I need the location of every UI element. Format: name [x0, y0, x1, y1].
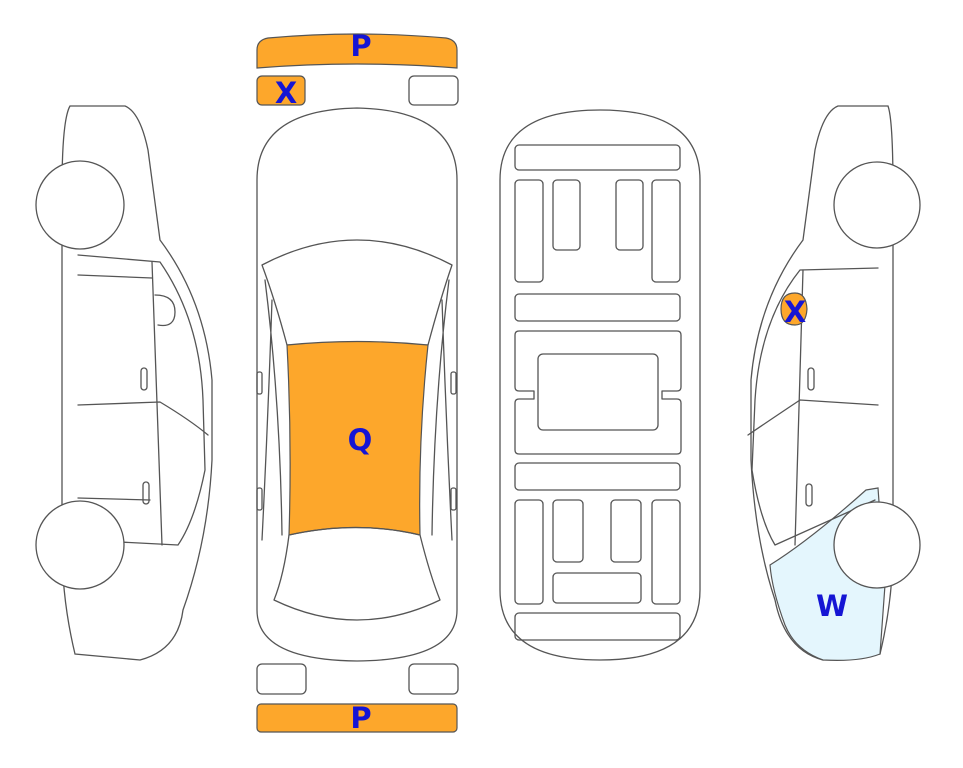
top-view-right-mirror	[450, 371, 457, 395]
top-view-left-mirror	[256, 371, 263, 395]
left-side-mirror	[154, 294, 176, 327]
right-side-mirror-label: X	[784, 295, 806, 329]
rear-right-lamp[interactable]	[408, 663, 459, 695]
top-view-left-windows	[261, 279, 283, 541]
right-side-mirror[interactable]	[780, 292, 808, 326]
underbody-front-right-rail	[651, 179, 681, 283]
left-side-front-wheel	[35, 160, 125, 250]
front-right-lamp[interactable]	[408, 75, 459, 106]
right-side-view: X W	[747, 105, 921, 661]
left-side-door-line	[77, 401, 209, 436]
underbody-rear-left-rail	[514, 499, 544, 605]
top-view-right-rear-handle	[450, 487, 457, 511]
rear-bumper-label: P	[350, 701, 371, 735]
right-side-rear-wheel	[833, 501, 921, 589]
underbody-front-left-inner	[552, 179, 581, 251]
roof-label: Q	[348, 423, 373, 457]
front-bumper-label: P	[350, 29, 371, 63]
left-side-pillar	[151, 261, 163, 546]
underbody-floor-frame	[514, 330, 682, 455]
underbody-front-left-rail	[514, 179, 544, 283]
front-bumper-panel[interactable]	[256, 33, 458, 69]
right-side-door-line	[747, 399, 879, 436]
top-view-right-windows	[431, 279, 453, 541]
left-side-door-handle-front	[140, 367, 148, 391]
right-side-door-handle-front	[807, 367, 815, 391]
top-view-rear-window	[273, 526, 441, 621]
underbody-rear-tank	[552, 572, 642, 604]
rear-bumper-panel[interactable]	[256, 703, 458, 733]
rear-left-lamp[interactable]	[256, 663, 307, 695]
top-view-left-rear-handle	[256, 487, 263, 511]
underbody-rear-left-inner	[552, 499, 584, 563]
front-left-lamp[interactable]	[256, 75, 306, 106]
right-side-door-handle-rear	[805, 483, 813, 507]
underbody-floor-panel	[537, 353, 659, 431]
left-side-inner-line	[77, 274, 153, 501]
right-side-front-wheel	[833, 161, 921, 249]
underbody-front-crossmember	[514, 144, 681, 171]
underbody-outline	[499, 109, 701, 661]
top-view: P X Q P	[256, 29, 459, 735]
underbody-rear-right-rail	[651, 499, 681, 605]
left-side-rear-wheel	[35, 500, 125, 590]
underbody-view	[499, 109, 701, 661]
front-left-lamp-label: X	[275, 76, 297, 110]
underbody-rear-right-inner	[610, 499, 642, 563]
left-side-door-handle-rear	[142, 481, 150, 505]
underbody-front-right-inner	[615, 179, 644, 251]
right-rear-quarter-label: W	[816, 589, 848, 623]
top-view-windshield	[261, 239, 453, 346]
left-side-window-frame	[77, 254, 206, 546]
underbody-mid-rear-crossmember	[514, 462, 681, 491]
underbody-mid-front-crossmember	[514, 293, 681, 322]
underbody-rear-crossmember	[514, 612, 681, 641]
right-side-window-frame	[751, 267, 879, 546]
left-side-view	[35, 105, 213, 661]
